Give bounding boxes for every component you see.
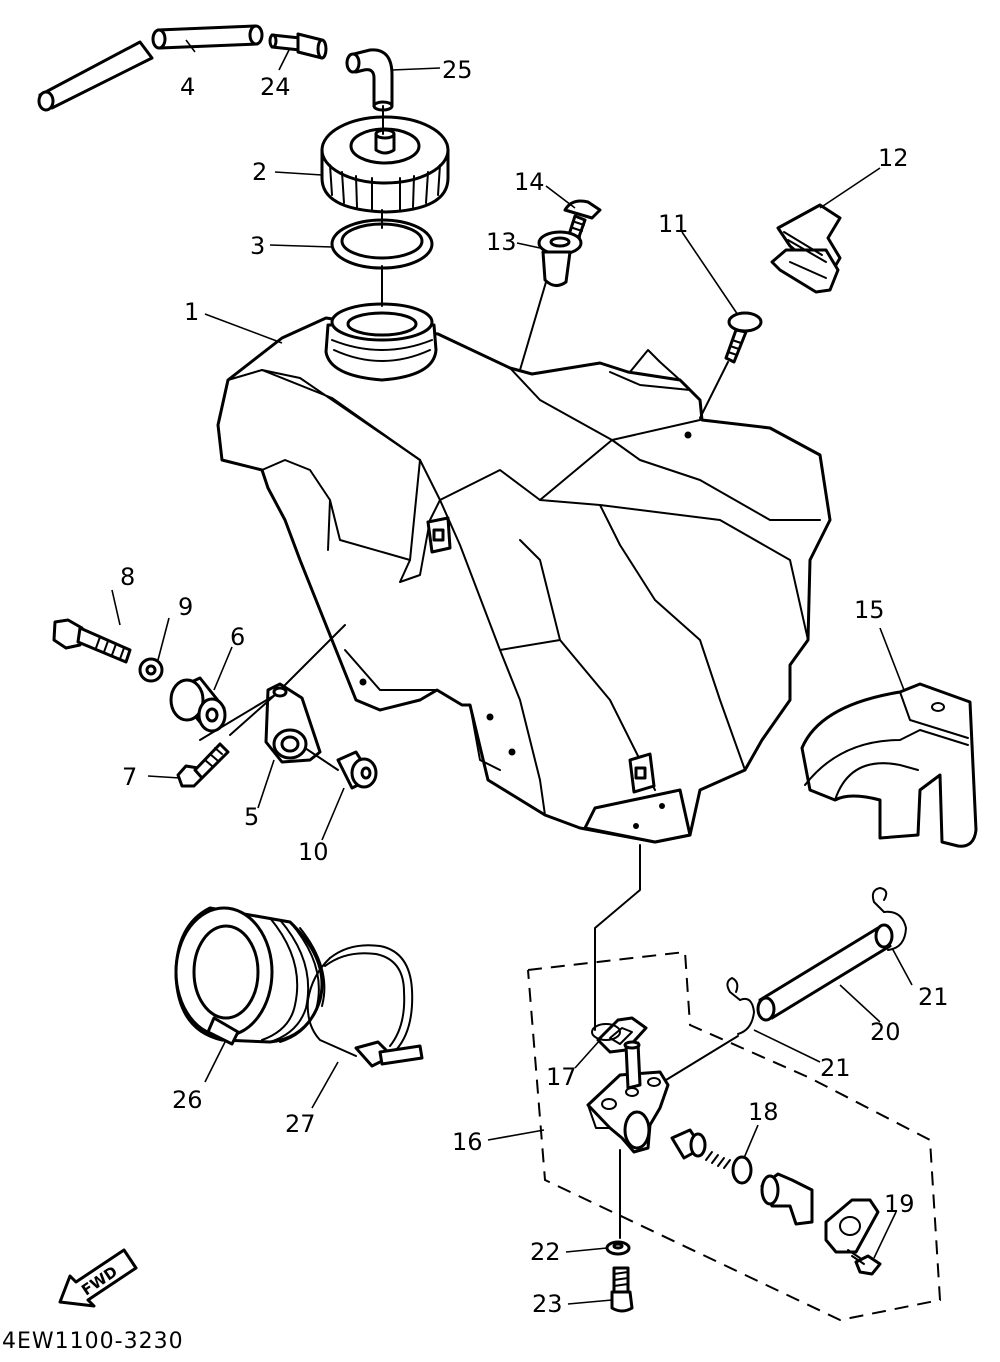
callout-18: 18 xyxy=(748,1098,779,1126)
part-6-damper xyxy=(169,676,227,733)
part-7-bolt xyxy=(176,742,230,788)
callout-1: 1 xyxy=(184,298,199,326)
callout-9: 9 xyxy=(178,593,193,621)
part-24-hose-joint xyxy=(268,32,328,60)
callout-10: 10 xyxy=(298,838,329,866)
assembly-boundary xyxy=(527,950,942,1322)
fuel-cock-body xyxy=(586,1040,670,1154)
callout-16: 16 xyxy=(452,1128,483,1156)
callout-20: 20 xyxy=(870,1018,901,1046)
part-23-screw xyxy=(610,1266,634,1313)
part-26-boot xyxy=(174,906,326,1046)
callout-11: 11 xyxy=(658,210,689,238)
part-2-fuel-tank-cap xyxy=(320,115,450,214)
part-4-breather-hose xyxy=(37,24,264,112)
part-13-collar xyxy=(537,230,583,287)
part-17-strainer xyxy=(591,1016,648,1054)
part-18-o-ring xyxy=(731,1155,753,1185)
cover-plate xyxy=(824,1198,880,1254)
callout-7: 7 xyxy=(122,763,137,791)
callout-12: 12 xyxy=(878,144,909,172)
callout-4: 4 xyxy=(180,73,195,101)
callout-3: 3 xyxy=(250,232,265,260)
part-25-elbow-hose xyxy=(345,48,394,112)
drawing-code: 4EW1100-3230 xyxy=(2,1329,184,1354)
callout-25: 25 xyxy=(442,56,473,84)
part-8-flange-bolt xyxy=(52,618,132,664)
callout-27: 27 xyxy=(285,1110,316,1138)
part-19-screw xyxy=(847,1249,882,1276)
part-27-band xyxy=(306,944,424,1068)
installation-lines xyxy=(199,105,739,1239)
part-21-hose-clip-upper xyxy=(871,887,907,951)
callout-26: 26 xyxy=(172,1086,203,1114)
callout-23: 23 xyxy=(532,1290,563,1318)
part-3-cap-gasket xyxy=(330,218,434,270)
callout-24: 24 xyxy=(260,73,291,101)
part-21-hose-clip-lower xyxy=(726,977,755,1035)
callout-22: 22 xyxy=(530,1238,561,1266)
callout-13: 13 xyxy=(486,228,517,256)
part-22-washer xyxy=(605,1240,631,1256)
callout-8: 8 xyxy=(120,563,135,591)
callout-14: 14 xyxy=(514,168,545,196)
part-12-clip xyxy=(770,203,842,294)
forward-direction-arrow: FWD xyxy=(58,1248,138,1308)
callout-leaders xyxy=(111,39,913,1305)
part-11-screw xyxy=(724,311,763,364)
callout-15: 15 xyxy=(854,596,885,624)
part-15-cover xyxy=(800,682,978,848)
callout-6: 6 xyxy=(230,623,245,651)
callout-2: 2 xyxy=(252,158,267,186)
callout-labels: 4 24 25 2 3 1 14 13 11 12 8 9 6 7 5 10 1… xyxy=(120,56,949,1318)
part-1-fuel-tank xyxy=(216,302,832,844)
callout-5: 5 xyxy=(244,803,259,831)
callout-21-lower: 21 xyxy=(820,1054,851,1082)
callout-19: 19 xyxy=(884,1190,915,1218)
valve-spring xyxy=(705,1151,731,1169)
part-20-fuel-hose xyxy=(756,923,894,1022)
part-9-washer xyxy=(138,657,164,683)
callout-21-upper: 21 xyxy=(918,983,949,1011)
part-10-collar xyxy=(336,750,378,790)
callout-17: 17 xyxy=(546,1063,577,1091)
part-16-fuel-cock-assembly xyxy=(527,950,942,1322)
